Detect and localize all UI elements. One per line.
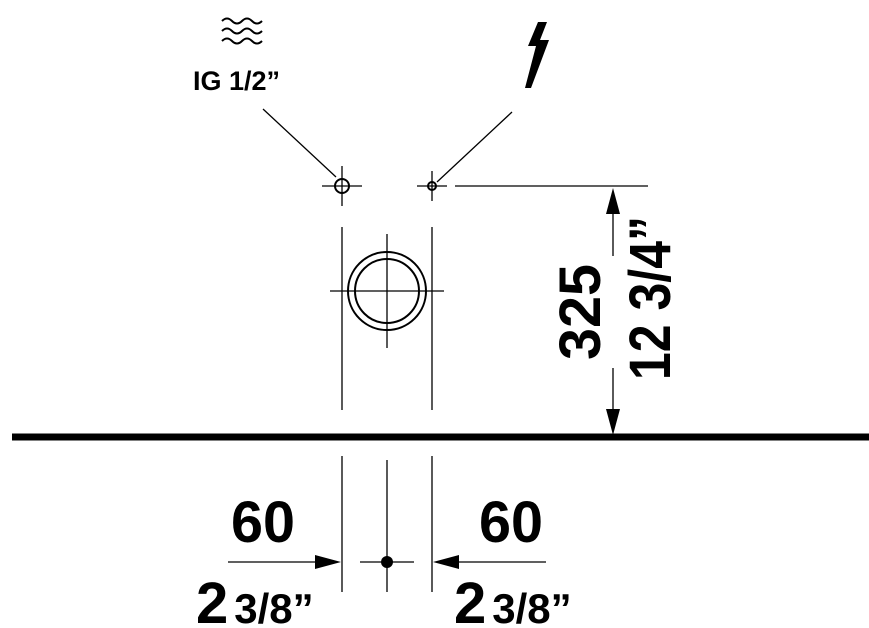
right-offset-dimension-arrow <box>433 555 546 569</box>
water-leader-line <box>262 108 337 178</box>
lightning-bolt-icon <box>525 22 549 88</box>
height-metric-label: 325 <box>548 264 613 360</box>
left-offset-metric-label: 60 <box>231 490 295 555</box>
height-imperial-label: 12 3/4” <box>618 216 683 380</box>
electrical-connection-point <box>417 171 447 201</box>
water-waves-icon <box>221 17 263 45</box>
left-offset-dimension-arrow <box>228 555 341 569</box>
height-dimension-line <box>606 188 620 435</box>
right-offset-metric-label: 60 <box>479 490 543 555</box>
drain-outlet <box>330 234 444 348</box>
water-connection-label: IG 1/2” <box>193 66 280 96</box>
electrical-leader-line <box>436 111 513 183</box>
center-point <box>360 556 414 568</box>
water-connection-point <box>322 166 362 206</box>
